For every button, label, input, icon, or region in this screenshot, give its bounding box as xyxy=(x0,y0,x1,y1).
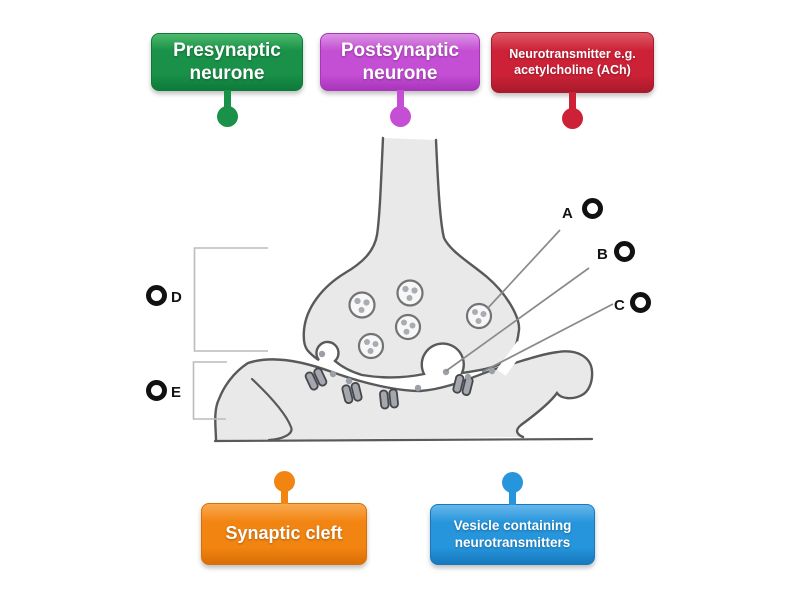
label-pin-stem xyxy=(280,491,288,504)
label-pin-ball xyxy=(216,106,238,127)
synaptic-cleft-gap xyxy=(496,341,527,376)
marker-letter-a: A xyxy=(562,205,573,222)
label-text: Vesicle containing neurotransmitters xyxy=(453,518,572,550)
pointer-line-b xyxy=(445,267,590,372)
vesicle xyxy=(465,302,493,330)
vesicle xyxy=(348,291,376,319)
postsynaptic-fold-line xyxy=(250,377,293,442)
label-text: Neurotransmitter e.g. acetylcholine (ACh… xyxy=(509,47,636,77)
pointer-line-c xyxy=(481,303,614,373)
answer-spot-e[interactable] xyxy=(146,380,167,401)
marker-letter-c: C xyxy=(614,297,625,314)
label-pin-ball xyxy=(273,471,295,492)
label-text: Presynaptic neurone xyxy=(173,39,281,84)
label-text: Synaptic cleft xyxy=(225,523,343,544)
label-pin-ball xyxy=(502,472,523,493)
postsynaptic-base-line xyxy=(213,437,594,443)
label-pin-stem xyxy=(569,92,576,109)
receptor-protein xyxy=(304,367,328,391)
marker-letter-d: D xyxy=(171,289,182,306)
pointer-line-a xyxy=(486,229,561,310)
label-postsynaptic-neurone[interactable]: Postsynaptic neurone xyxy=(320,33,480,127)
receptor-protein xyxy=(341,382,363,404)
answer-spot-b[interactable] xyxy=(614,241,635,262)
vesicles xyxy=(348,279,493,360)
receptor-protein xyxy=(452,374,474,396)
label-pin-stem xyxy=(223,90,231,107)
label-presynaptic-neurone[interactable]: Presynaptic neurone xyxy=(151,33,303,127)
receptor-protein xyxy=(379,388,399,410)
bracket-d xyxy=(193,247,268,352)
label-vesicle-containing-neurotransmitters[interactable]: Vesicle containing neurotransmitters xyxy=(430,472,595,565)
vesicle xyxy=(394,313,422,341)
label-neurotransmitter[interactable]: Neurotransmitter e.g. acetylcholine (ACh… xyxy=(491,32,654,129)
vesicle xyxy=(357,332,385,360)
answer-spot-d[interactable] xyxy=(146,285,167,306)
marker-letter-b: B xyxy=(597,246,608,263)
answer-spot-a[interactable] xyxy=(582,198,603,219)
label-pin-stem xyxy=(509,492,516,505)
marker-letter-e: E xyxy=(171,384,182,401)
label-synaptic-cleft[interactable]: Synaptic cleft xyxy=(201,471,367,565)
receptor-proteins xyxy=(304,367,474,410)
label-pin-ball xyxy=(562,108,583,129)
answer-spot-c[interactable] xyxy=(630,292,651,313)
label-pin-ball xyxy=(389,106,411,127)
bracket-e xyxy=(192,361,227,420)
label-text: Postsynaptic neurone xyxy=(340,39,460,84)
vesicle xyxy=(396,279,424,307)
label-pin-stem xyxy=(396,90,404,107)
